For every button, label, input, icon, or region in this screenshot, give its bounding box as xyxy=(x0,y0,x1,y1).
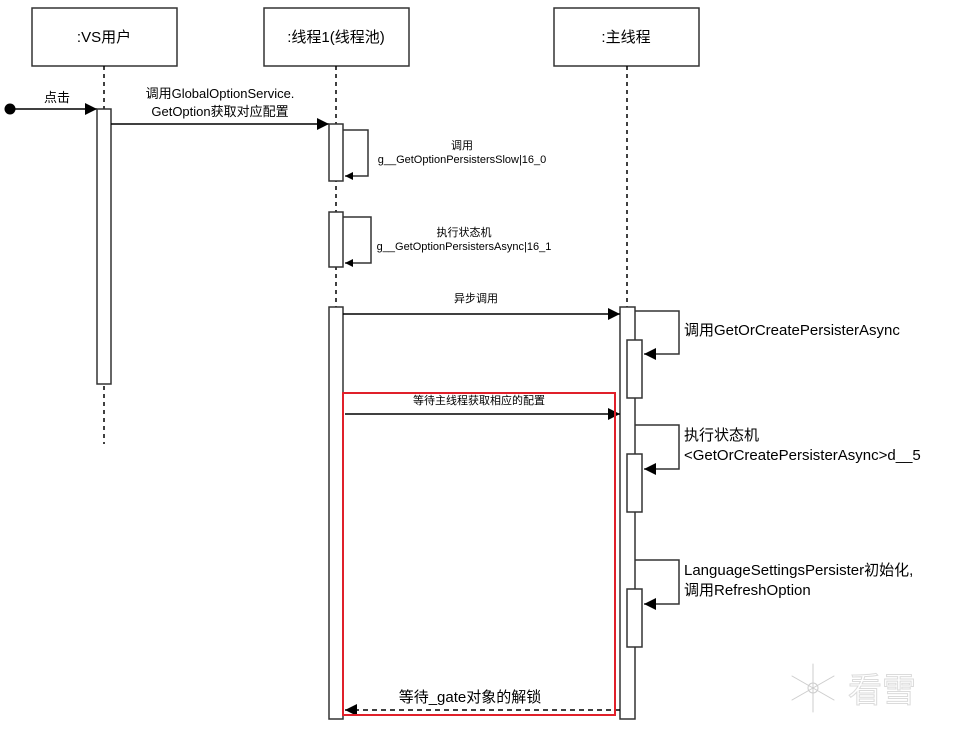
message-self-async-label-2: g__GetOptionPersistersAsync|16_1 xyxy=(377,241,552,253)
participant-label: :VS用户 xyxy=(77,29,131,46)
message-main-self-3-label-2: 调用RefreshOption xyxy=(684,582,811,599)
participant-vs-user[interactable]: :VS用户 xyxy=(31,7,178,67)
message-wait-config-label: 等待主线程获取相应的配置 xyxy=(413,393,545,407)
message-wait-gate-label: 等待_gate对象的解锁 xyxy=(399,688,542,706)
participant-label: :线程1(线程池) xyxy=(287,29,385,46)
message-get-option-label-2: GetOption获取对应配置 xyxy=(151,104,288,119)
message-get-option-label-1: 调用GlobalOptionService. xyxy=(146,86,295,101)
watermark: 看雪 xyxy=(791,663,917,713)
message-main-self-1-arrow xyxy=(635,310,680,360)
message-main-self-2-label-2: <GetOrCreatePersisterAsync>d__5 xyxy=(684,447,921,464)
snowflake-icon xyxy=(791,663,835,713)
participant-label: :主线程 xyxy=(601,29,650,46)
message-self-async-arrow xyxy=(343,216,372,267)
message-click-label: 点击 xyxy=(44,90,70,105)
activation-thread1-1 xyxy=(328,123,344,182)
message-self-async-label-1: 执行状态机 xyxy=(437,225,492,239)
highlight-box xyxy=(342,392,616,716)
message-async-call-label: 异步调用 xyxy=(454,292,498,305)
message-main-self-1-label: 调用GetOrCreatePersisterAsync xyxy=(684,322,900,339)
message-main-self-3-arrow xyxy=(635,559,680,610)
message-self-slow-label-1: 调用 xyxy=(451,139,473,152)
participant-thread1[interactable]: :线程1(线程池) xyxy=(263,7,410,67)
message-self-slow-arrow xyxy=(343,129,369,180)
watermark-text: 看雪 xyxy=(848,671,916,711)
participant-main-thread[interactable]: :主线程 xyxy=(553,7,700,67)
activation-main-nested-1 xyxy=(626,339,643,399)
message-self-slow-label-2: g__GetOptionPersistersSlow|16_0 xyxy=(378,154,547,166)
message-main-self-2-arrow xyxy=(635,424,680,475)
message-main-self-2-label-1: 执行状态机 xyxy=(684,427,759,444)
activation-thread1-2 xyxy=(328,211,344,268)
activation-thread1-3 xyxy=(328,306,344,720)
message-main-self-3-label-1: LanguageSettingsPersister初始化, xyxy=(684,562,913,579)
activation-vs-user xyxy=(96,108,112,385)
activation-main-nested-2 xyxy=(626,453,643,513)
activation-main-nested-3 xyxy=(626,588,643,648)
